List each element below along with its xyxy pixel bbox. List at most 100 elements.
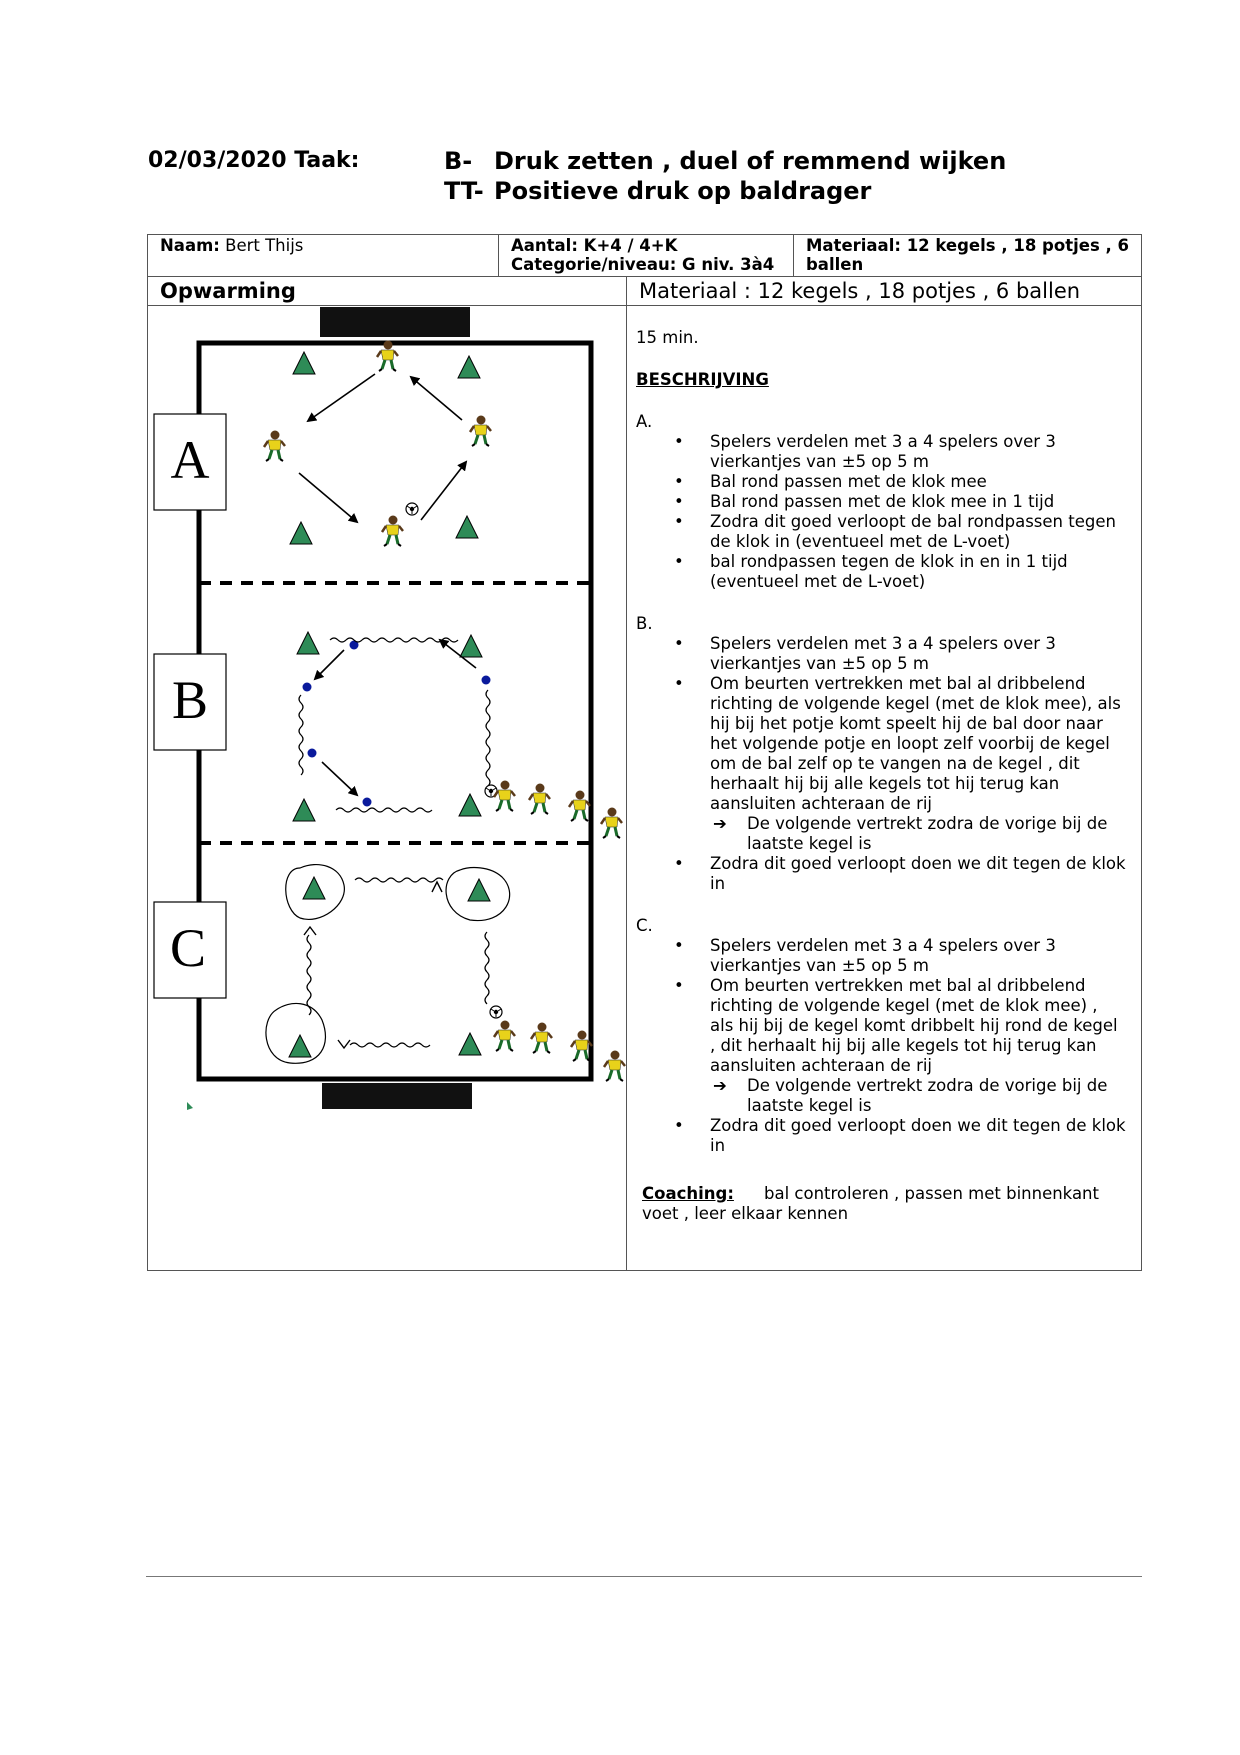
player-b1: [492, 779, 517, 813]
player-c4: [602, 1049, 627, 1083]
bullet-icon: •: [674, 634, 684, 653]
bullet-line: als hij bij de kegel komt dribbelt hij r…: [710, 1016, 1118, 1035]
cone-a2: [457, 355, 481, 379]
bullet-icon: •: [674, 552, 684, 571]
duration: 15 min.: [636, 328, 699, 347]
cone-b2: [459, 634, 483, 658]
coaching-line-1: bal controleren , passen met binnenkant: [764, 1184, 1099, 1203]
dot-b4: [307, 748, 317, 758]
bullet-icon: •: [674, 512, 684, 531]
corner-mark: [187, 1102, 193, 1110]
materiaal-line-2: ballen: [806, 255, 864, 274]
bullet-item: • Bal rond passen met de klok mee in 1 ti…: [636, 492, 1126, 512]
bullet-item: • Om beurten vertrekken met bal al dribbe…: [636, 976, 1126, 1076]
bullet-line: aansluiten achteraan de rij: [710, 1056, 933, 1075]
cone-c1: [302, 876, 326, 900]
section-b: B.•Spelers verdelen met 3 a 4 spelers ov…: [636, 614, 1126, 894]
bullet-line: hij bij het potje komt speelt hij de bal…: [710, 714, 1103, 733]
bullet-line: in: [710, 1136, 726, 1155]
cone-c3: [288, 1034, 312, 1058]
bullet-line: het volgende potje en loopt zelf voorbij…: [710, 734, 1110, 753]
bullet-line: Bal rond passen met de klok mee: [710, 472, 987, 491]
cone-a4: [455, 515, 479, 539]
label-box-c: [153, 901, 227, 999]
bullet-line: De volgende vertrekt zodra de vorige bij…: [747, 814, 1108, 833]
label-box-a: [153, 413, 227, 511]
bullet-item: •Spelers verdelen met 3 a 4 spelers over…: [636, 432, 1126, 472]
dot-b2: [302, 682, 312, 692]
name-cell: Naam: Bert Thijs: [148, 235, 499, 277]
bullet-line: Zodra dit goed verloopt doen we dit tege…: [710, 1116, 1126, 1135]
bullet-icon: •: [674, 976, 684, 995]
ball-a: [405, 502, 419, 516]
section-title: Opwarming: [148, 277, 627, 306]
bullet-line: Spelers verdelen met 3 a 4 spelers over …: [710, 634, 1056, 653]
bullet-item: •bal rondpassen tegen de klok in en in 1…: [636, 552, 1126, 592]
section-a: A.•Spelers verdelen met 3 a 4 spelers ov…: [636, 412, 1126, 592]
section-materiaal: Materiaal : 12 kegels , 18 potjes , 6 ba…: [627, 277, 1141, 306]
bullet-item: •Om beurten vertrekken met bal al dribbe…: [636, 674, 1126, 814]
player-c2: [529, 1021, 554, 1055]
bullet-line: vierkantjes van ±5 op 5 m: [710, 654, 929, 673]
bullet-line: vierkantjes van ±5 op 5 m: [710, 452, 929, 471]
bullet-item: • Zodra dit goed verloopt doen we dit teg…: [636, 1116, 1126, 1156]
aantal-cell: Aantal: K+4 / 4+K Categorie/niveau: G ni…: [499, 235, 794, 277]
bullet-line: richting de volgende kegel (met de klok …: [710, 694, 1121, 713]
sub-bullet-item: ➔De volgende vertrekt zodra de vorige bi…: [636, 814, 1126, 854]
dot-b5: [362, 797, 372, 807]
bullet-line: De volgende vertrekt zodra de vorige bij…: [747, 1076, 1108, 1095]
bullet-line: herhaalt hij bij alle kegels tot hij ter…: [710, 774, 1060, 793]
task-text-2: Positieve druk op baldrager: [494, 177, 872, 205]
bullet-icon: •: [674, 472, 684, 491]
player-b4: [599, 806, 624, 840]
cone-c4: [458, 1032, 482, 1056]
bullet-line: Om beurten vertrekken met bal al dribbel…: [710, 674, 1086, 693]
cone-a1: [292, 351, 316, 375]
bullet-item: • Bal rond passen met de klok mee: [636, 472, 1126, 492]
bullet-line: Bal rond passen met de klok mee in 1 tij…: [710, 492, 1055, 511]
materiaal-cell: Materiaal: 12 kegels , 18 potjes , 6 bal…: [794, 235, 1141, 277]
lesson-table: Naam: Bert Thijs Aantal: K+4 / 4+K Categ…: [147, 234, 1142, 1271]
diagram-cell: [148, 306, 627, 1270]
bullet-line: laatste kegel is: [747, 1096, 872, 1115]
cone-b4: [458, 793, 482, 817]
task-text-1: Druk zetten , duel of remmend wijken: [494, 147, 1007, 175]
coaching-line-2: voet , leer elkaar kennen: [642, 1204, 849, 1223]
bullet-line: richting de volgende kegel (met de klok …: [710, 996, 1098, 1015]
bullet-icon: •: [674, 432, 684, 451]
arrow-icon: ➔: [713, 1076, 727, 1095]
player-b3: [567, 789, 592, 823]
section-label: A.: [636, 412, 653, 431]
bullet-line: Om beurten vertrekken met bal al dribbel…: [710, 976, 1086, 995]
label-b: B: [172, 670, 208, 730]
categorie-text: Categorie/niveau: G niv. 3à4: [511, 255, 775, 274]
bullet-line: , dit herhaalt hij bij alle kegels tot h…: [710, 1036, 1097, 1055]
bullet-item: • Zodra dit goed verloopt de bal rondpass…: [636, 512, 1126, 552]
coaching-label: Coaching:: [642, 1184, 734, 1203]
bullet-line: Zodra dit goed verloopt de bal rondpasse…: [710, 512, 1116, 531]
materiaal-line-1: Materiaal: 12 kegels , 18 potjes , 6: [806, 236, 1129, 255]
bullet-icon: •: [674, 492, 684, 511]
goal-bottom: [322, 1083, 472, 1109]
label-c: C: [170, 918, 206, 978]
bullet-icon: •: [674, 854, 684, 873]
task-line-2: TT-Positieve druk op baldrager: [444, 176, 1006, 206]
aantal-text: Aantal: K+4 / 4+K: [511, 236, 678, 255]
label-a: A: [171, 430, 210, 490]
bullet-line: Spelers verdelen met 3 a 4 spelers over …: [710, 936, 1056, 955]
cone-c2: [467, 878, 491, 902]
goal-top: [320, 307, 470, 337]
bullet-item: • Spelers verdelen met 3 a 4 spelers over…: [636, 634, 1126, 674]
section-label: C.: [636, 916, 653, 935]
name-label: Naam:: [160, 236, 220, 255]
description-heading: BESCHRIJVING: [636, 370, 769, 389]
sub-bullet-item: ➔ De volgende vertrekt zodra de vorige bi…: [636, 1076, 1126, 1116]
name-value: Bert Thijs: [225, 236, 304, 255]
bullet-icon: •: [674, 1116, 684, 1135]
description: 15 min. BESCHRIJVING A. • Spelers verdelen…: [636, 328, 1126, 1224]
field-outline: [196, 340, 594, 1082]
section-c: C. • Spelers verdelen met 3 a 4 spelers ov…: [636, 916, 1126, 1156]
description-sections: A. • Spelers verdelen met 3 a 4 spelers ov…: [636, 412, 1126, 1156]
bullet-icon: •: [674, 936, 684, 955]
